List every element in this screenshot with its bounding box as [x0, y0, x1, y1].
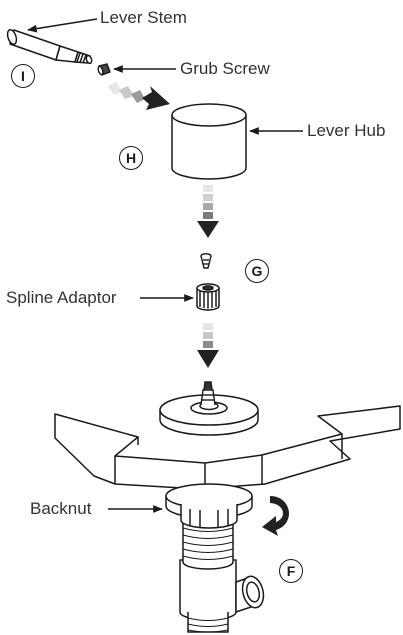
grub-screw-label: Grub Screw [180, 59, 270, 78]
arrow-into-hub [108, 82, 170, 110]
lever-hub-label: Lever Hub [307, 121, 386, 140]
backnut-part [165, 483, 253, 529]
step-marker-g: G [245, 259, 269, 283]
grub-screw-g-part [200, 253, 212, 269]
spline-adaptor-part [196, 283, 220, 311]
grub-screw-part [97, 63, 111, 76]
backnut-label: Backnut [30, 499, 92, 518]
lever-stem-part [6, 29, 93, 65]
step-marker-h: H [119, 146, 143, 170]
lever-hub-part [171, 103, 247, 180]
spline-adaptor-label: Spline Adaptor [6, 288, 117, 307]
tighten-rotation-arrow [262, 496, 289, 536]
step-marker-f: F [279, 559, 303, 583]
mounting-disc [159, 394, 259, 436]
valve-spindle [200, 381, 216, 406]
countertop-deck [54, 405, 401, 490]
step-marker-i: I [11, 64, 35, 88]
lever-stem-leader [27, 18, 98, 33]
lever-stem-label: Lever Stem [100, 8, 187, 27]
arrow-into-disc [197, 323, 219, 368]
arrow-into-grub [197, 185, 219, 238]
valve-threads [182, 527, 234, 633]
